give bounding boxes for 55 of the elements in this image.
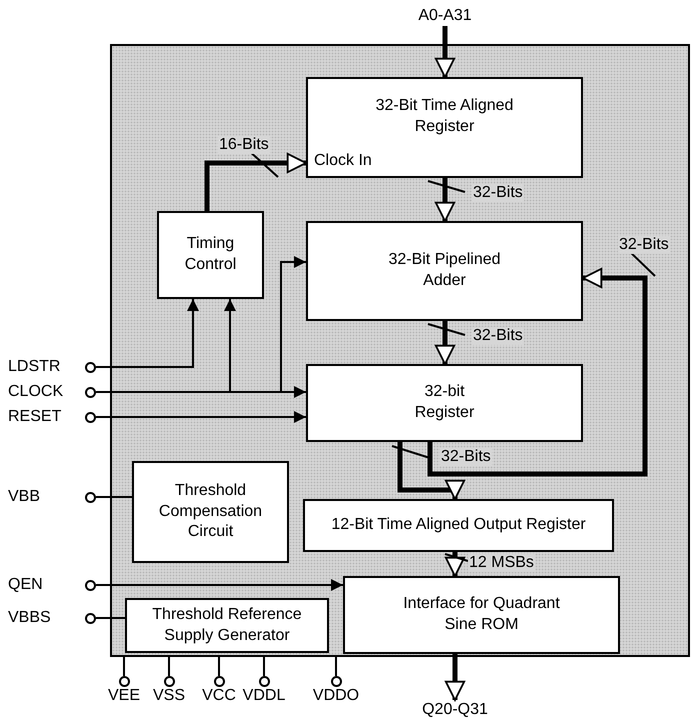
signal-line: [168, 657, 170, 676]
signal-line: [218, 657, 220, 676]
signal-line: [335, 657, 337, 676]
input-label: Clock In: [314, 152, 372, 170]
bus-arrow: [444, 552, 466, 577]
signal-line: [123, 657, 125, 676]
signal-line: [263, 657, 265, 676]
pin-label: VBB: [8, 488, 40, 506]
edge-label: 32-Bits: [472, 184, 524, 202]
function-block: [306, 221, 583, 321]
signal-line: [96, 411, 306, 423]
edge-label: 32-Bits: [440, 448, 492, 466]
edge-label: 32-Bits: [472, 327, 524, 345]
pin-label: CLOCK: [8, 383, 64, 401]
pin-label: VDDL: [242, 687, 286, 705]
signal-line: [96, 579, 343, 591]
function-block: [125, 598, 329, 653]
pin-label: VBBS: [8, 609, 51, 627]
pin-label: VCC: [202, 687, 236, 705]
pin-label: VDDO: [312, 687, 360, 705]
pin-label: RESET: [8, 408, 62, 426]
bus-arrow: [434, 178, 456, 222]
function-block: [306, 77, 583, 178]
block-label: Timing Control: [184, 234, 238, 275]
bus-arrow: [428, 268, 648, 476]
function-block: [303, 499, 614, 552]
signal-line: [96, 617, 125, 619]
bus-arrow: [204, 152, 307, 211]
pin-label: QEN: [8, 576, 43, 594]
edge-label: 16-Bits: [218, 136, 270, 154]
function-block: [343, 576, 620, 654]
chip-outline: [110, 44, 690, 657]
pin-label: VEE: [108, 687, 140, 705]
bus-arrow: [398, 442, 466, 500]
bus-arrow: [434, 321, 456, 365]
block-label: Threshold Reference Supply Generator: [151, 604, 303, 646]
pin-label: VSS: [152, 687, 185, 705]
edge-label: 32-Bits: [618, 236, 670, 254]
function-block: [306, 364, 583, 442]
bus-label: A0-A31: [410, 6, 480, 26]
signal-line: [96, 299, 199, 368]
pin-label: LDSTR: [8, 358, 60, 376]
bus-label: Q20-Q31: [415, 700, 495, 720]
function-block: [157, 211, 264, 299]
block-label: Interface for Quadrant Sine ROM: [402, 594, 561, 635]
bus-arrow: [434, 26, 456, 78]
block-label: Threshold Compensation Circuit: [158, 480, 264, 542]
signal-line: [96, 496, 132, 498]
edge-label: 12 MSBs: [468, 554, 535, 572]
function-block: [132, 461, 289, 563]
block-label: 12-Bit Time Aligned Output Register: [331, 515, 586, 536]
block-label: 32-Bit Pipelined Adder: [387, 250, 502, 291]
block-label: 32-bit Register: [414, 382, 476, 423]
bus-arrow: [444, 654, 466, 701]
block-label: 32-Bit Time Aligned Register: [374, 96, 514, 136]
